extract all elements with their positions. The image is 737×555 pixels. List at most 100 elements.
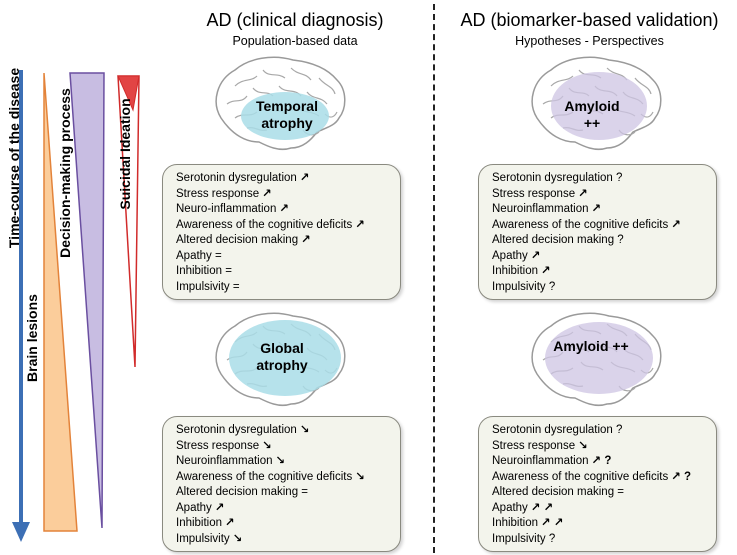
brain-top-left-label: Temporal atrophy bbox=[256, 98, 318, 131]
trend-arrow-icon: ↗ ? bbox=[591, 455, 612, 467]
box-item-text: Impulsivity = bbox=[176, 280, 240, 293]
time-course-arrowhead bbox=[12, 522, 30, 542]
box-item-text: Inhibition = bbox=[176, 265, 232, 277]
box-item: Impulsivity↘ bbox=[176, 532, 400, 548]
box-bottom-left-list: Serotonin dysregulation↘Stress response↘… bbox=[163, 417, 400, 547]
box-item-text: Apathy = bbox=[176, 249, 222, 262]
time-course-label: Time-course of the disease bbox=[6, 67, 22, 249]
brain-lesions-label: Brain lesions bbox=[24, 294, 40, 382]
box-item-text: Impulsivity ? bbox=[492, 532, 556, 545]
brain-lesions-triangle bbox=[43, 72, 78, 532]
box-item: Altered decision making↗ bbox=[176, 233, 400, 249]
left-header-subtitle: Population-based data bbox=[232, 34, 358, 48]
column-divider bbox=[433, 4, 435, 553]
left-header-title: AD (clinical diagnosis) bbox=[206, 10, 384, 30]
suicidal-ideation-label: Suicidal Ideation bbox=[117, 98, 133, 210]
box-item-text: Altered decision making = bbox=[492, 486, 625, 498]
box-item: Awareness of the cognitive deficits↘ bbox=[176, 470, 400, 486]
box-item: Inhibition↗ bbox=[176, 516, 400, 532]
box-item-text: Serotonin dysregulation bbox=[176, 424, 297, 436]
box-item: Apathy↗ ↗ bbox=[492, 501, 716, 517]
box-item-text: Stress response bbox=[492, 439, 576, 452]
trend-arrow-icon: ↗ bbox=[355, 218, 365, 231]
brain-bottom-right bbox=[531, 312, 662, 407]
box-item: Impulsivity = bbox=[176, 280, 400, 296]
box-item-text: Impulsivity bbox=[176, 532, 230, 545]
box-item: Neuroinflammation↘ bbox=[176, 454, 400, 470]
box-item-text: Impulsivity ? bbox=[492, 280, 556, 293]
box-item: Awareness of the cognitive deficits↗ bbox=[492, 218, 716, 234]
left-header: AD (clinical diagnosis) Population-based… bbox=[160, 10, 430, 49]
box-item: Neuroinflammation↗ bbox=[492, 202, 716, 218]
box-bottom-right: Serotonin dysregulation ? Stress response… bbox=[478, 416, 717, 552]
box-item-text: Awareness of the cognitive deficits bbox=[492, 218, 669, 231]
box-item: Serotonin dysregulation↘ bbox=[176, 423, 400, 439]
box-item-text: Altered decision making = bbox=[176, 486, 309, 498]
box-item-text: Apathy bbox=[492, 501, 528, 514]
brain-bottom-left bbox=[215, 312, 346, 407]
trend-arrow-icon: ↗ ↗ bbox=[541, 517, 564, 529]
box-item-text: Serotonin dysregulation ? bbox=[492, 172, 623, 184]
trend-arrow-icon: ↘ bbox=[355, 470, 365, 483]
box-item-text: Altered decision making ? bbox=[492, 234, 624, 246]
box-item-text: Neuroinflammation bbox=[176, 455, 273, 467]
box-item-text: Neuro-inflammation bbox=[176, 203, 277, 215]
box-bottom-left: Serotonin dysregulation↘Stress response↘… bbox=[162, 416, 401, 552]
right-header-title: AD (biomarker-based validation) bbox=[460, 10, 719, 30]
trend-arrow-icon: ↘ bbox=[578, 439, 588, 452]
box-item-text: Neuroinflammation bbox=[492, 203, 589, 215]
decision-making-triangle bbox=[69, 72, 105, 529]
box-item: Serotonin dysregulation↗ bbox=[176, 171, 400, 187]
box-top-left-list: Serotonin dysregulation↗Stress response↗… bbox=[163, 165, 400, 295]
amyloid-region bbox=[551, 72, 647, 140]
decision-making-label: Decision-making process bbox=[57, 88, 73, 258]
box-item-text: Serotonin dysregulation bbox=[176, 172, 297, 184]
box-item-text: Awareness of the cognitive deficits bbox=[492, 470, 669, 483]
box-top-right: Serotonin dysregulation ? Stress response… bbox=[478, 164, 717, 300]
trend-arrow-icon: ↗ bbox=[262, 187, 272, 200]
box-item: Stress response↗ bbox=[492, 187, 716, 203]
box-top-left: Serotonin dysregulation↗Stress response↗… bbox=[162, 164, 401, 300]
box-item: Serotonin dysregulation ? bbox=[492, 171, 716, 187]
brain-bottom-left-label: Global atrophy bbox=[256, 340, 308, 373]
box-item-text: Inhibition bbox=[492, 265, 539, 277]
box-item-text: Inhibition bbox=[492, 517, 539, 529]
trend-arrow-icon: ↗ bbox=[671, 218, 681, 231]
box-top-right-list: Serotonin dysregulation ? Stress response… bbox=[479, 165, 716, 295]
box-item: Stress response↘ bbox=[176, 439, 400, 455]
trend-arrow-icon: ↗ bbox=[541, 265, 551, 277]
box-item-text: Awareness of the cognitive deficits bbox=[176, 470, 353, 483]
brain-top-left bbox=[215, 56, 346, 151]
box-item: Altered decision making = bbox=[492, 485, 716, 501]
box-item-text: Serotonin dysregulation ? bbox=[492, 424, 623, 436]
box-item: Apathy = bbox=[176, 249, 400, 265]
trend-arrow-icon: ↘ bbox=[299, 424, 310, 436]
box-item: Altered decision making = bbox=[176, 485, 400, 501]
box-item: Apathy↗ bbox=[492, 249, 716, 265]
right-header-subtitle: Hypotheses - Perspectives bbox=[515, 34, 664, 48]
box-item: Stress response↘ bbox=[492, 439, 716, 455]
box-item: Impulsivity ? bbox=[492, 280, 716, 296]
trend-arrow-icon: ↗ bbox=[530, 249, 541, 262]
box-item: Awareness of the cognitive deficits↗ ? bbox=[492, 470, 716, 486]
box-bottom-right-list: Serotonin dysregulation ? Stress response… bbox=[479, 417, 716, 547]
box-item-text: Stress response bbox=[176, 439, 260, 452]
trend-arrow-icon: ↗ bbox=[214, 501, 225, 514]
box-item: Inhibition = bbox=[176, 264, 400, 280]
temporal-atrophy-region bbox=[241, 92, 329, 140]
trend-arrow-icon: ↘ bbox=[262, 439, 272, 452]
box-item-text: Apathy bbox=[492, 249, 528, 262]
brain-top-right bbox=[531, 56, 662, 151]
trend-arrow-icon: ↘ bbox=[232, 532, 243, 545]
box-item: Neuroinflammation↗ ? bbox=[492, 454, 716, 470]
box-item: Awareness of the cognitive deficits↗ bbox=[176, 218, 400, 234]
box-item-text: Awareness of the cognitive deficits bbox=[176, 218, 353, 231]
box-item: Altered decision making ? bbox=[492, 233, 716, 249]
suicidal-ideation-tip bbox=[117, 75, 140, 112]
brain-bottom-right-label: Amyloid ++ bbox=[553, 338, 629, 354]
box-item-text: Altered decision making bbox=[176, 234, 299, 246]
trend-arrow-icon: ↗ bbox=[301, 234, 311, 246]
amyloid-region bbox=[545, 322, 653, 394]
trend-arrow-icon: ↗ bbox=[279, 203, 289, 215]
box-item: Inhibition↗ bbox=[492, 264, 716, 280]
